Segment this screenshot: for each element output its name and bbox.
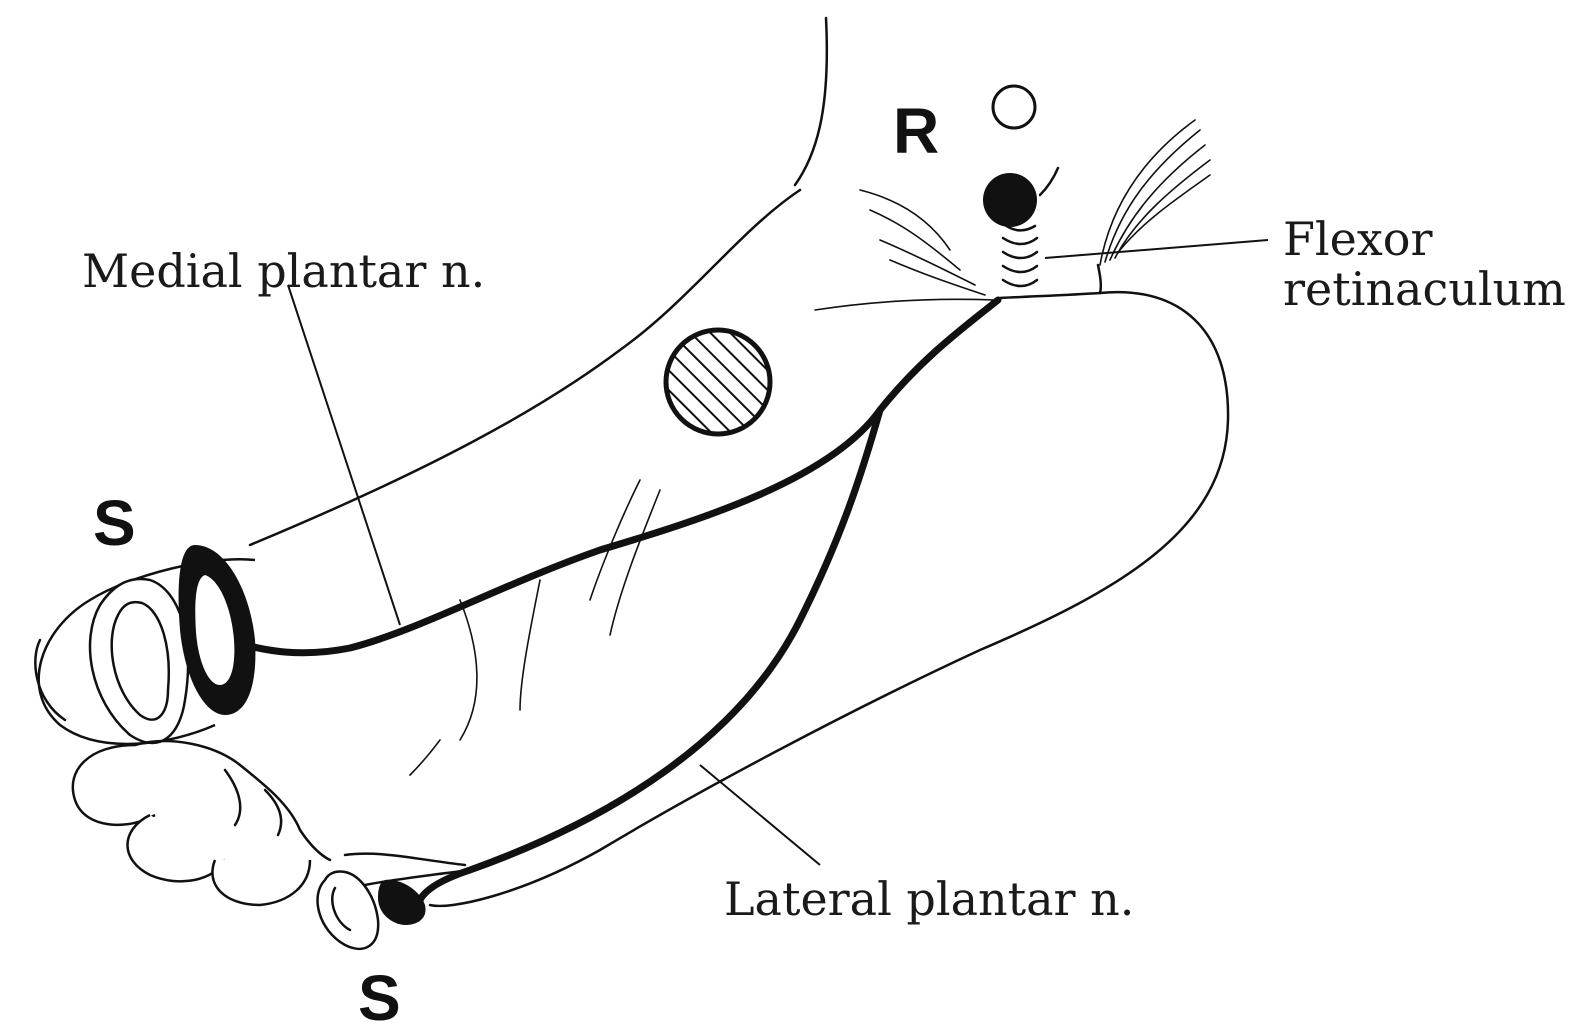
leader-lateral (700, 765, 820, 865)
hatched-landmark (666, 330, 770, 434)
recording-electrode (983, 86, 1058, 286)
marker-stim-bottom: S (358, 962, 401, 1031)
small-toes (73, 741, 378, 949)
label-flexor: Flexor (1283, 212, 1432, 266)
stim-ring-little-toe (378, 880, 426, 925)
marker-recording: R (893, 95, 939, 167)
leader-medial (288, 285, 400, 625)
label-retinaculum: retinaculum (1283, 262, 1566, 316)
marker-stim-top: S (93, 487, 136, 559)
label-lateral-plantar: Lateral plantar n. (724, 872, 1134, 926)
leader-flexor (1045, 240, 1268, 258)
sole-outline (430, 292, 1228, 906)
nerve-trunk (880, 300, 998, 410)
lateral-plantar-nerve (345, 410, 880, 900)
label-medial-plantar: Medial plantar n. (82, 244, 485, 298)
